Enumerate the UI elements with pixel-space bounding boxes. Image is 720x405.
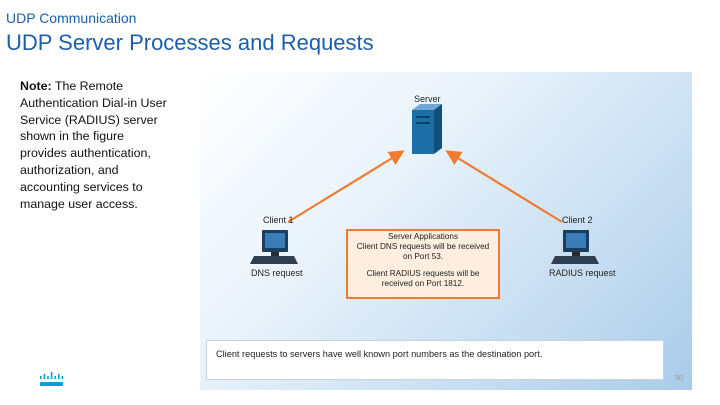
- apps-box-line2: on Port 53.: [402, 252, 444, 261]
- client1-label: Client 1: [263, 215, 294, 225]
- apps-box-line1: Client DNS requests will be received: [356, 242, 490, 251]
- arrow-client1-to-server: [287, 150, 405, 223]
- figure-caption: Client requests to servers have well kno…: [206, 340, 664, 380]
- note-lead: Note:: [20, 79, 52, 93]
- computer-icon-client2: [551, 230, 599, 264]
- page-number: 50: [675, 375, 683, 382]
- server-icon: [412, 104, 442, 154]
- server-label: Server: [414, 94, 441, 104]
- apps-box-title: Server Applications: [387, 232, 459, 241]
- client2-label: Client 2: [562, 215, 593, 225]
- server-applications-box: Server Applications Client DNS requests …: [346, 229, 500, 299]
- diagram-graphics: [250, 104, 599, 264]
- section-title: UDP Communication: [6, 10, 137, 26]
- apps-box-line4: received on Port 1812.: [381, 279, 465, 288]
- arrow-client2-to-server: [445, 150, 563, 223]
- note-text: Note: The Remote Authentication Dial-in …: [20, 78, 170, 212]
- udp-diagram: Server Client 1 DNS request Client 2 RAD…: [200, 72, 692, 390]
- client1-request-label: DNS request: [251, 268, 303, 278]
- note-body: The Remote Authentication Dial-in User S…: [20, 79, 167, 211]
- computer-icon-client1: [250, 230, 298, 264]
- cisco-logo: [40, 372, 64, 386]
- apps-box-line3: Client RADIUS requests will be: [366, 269, 480, 278]
- page-title: UDP Server Processes and Requests: [6, 30, 374, 55]
- client2-request-label: RADIUS request: [549, 268, 616, 278]
